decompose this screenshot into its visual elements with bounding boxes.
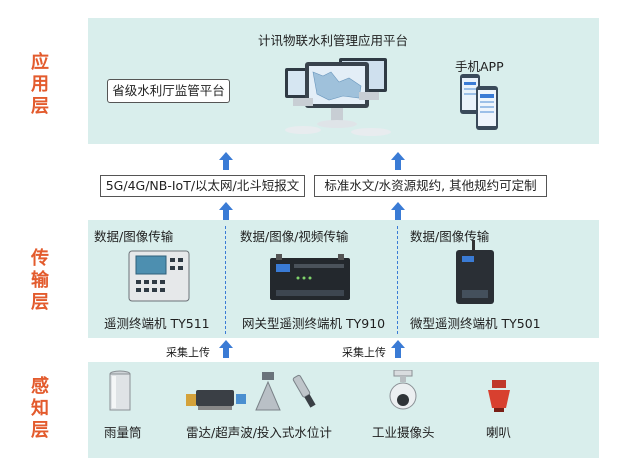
layer-label-perception: 感 知 层	[31, 376, 49, 441]
upload-label: 采集上传	[342, 346, 386, 359]
rtu-ty511-device-icon	[128, 250, 190, 302]
device-caption: 数据/图像/视频传输	[240, 229, 349, 244]
device-name: 遥测终端机 TY511	[104, 316, 210, 331]
sensor-name: 雨量筒	[104, 425, 142, 440]
network-protocol-box: 5G/4G/NB-IoT/以太网/北斗短报文	[100, 175, 305, 197]
rain-gauge-icon	[109, 370, 131, 411]
upload-label: 采集上传	[166, 346, 210, 359]
province-platform-box: 省级水利厅监管平台	[107, 79, 230, 103]
micro-rtu-ty501-device-icon	[456, 240, 494, 304]
layer-label-transmission: 传 输 层	[31, 248, 49, 313]
industrial-camera-icon	[389, 370, 417, 410]
arrow-up-icon	[219, 202, 233, 220]
device-name: 微型遥测终端机 TY501	[410, 316, 541, 331]
sensor-name: 雷达/超声波/投入式水位计	[186, 425, 332, 440]
device-caption: 数据/图像传输	[410, 229, 490, 244]
arrow-up-icon	[391, 340, 405, 358]
device-caption: 数据/图像传输	[94, 229, 174, 244]
arrow-up-icon	[391, 152, 405, 170]
mobile-app-label: 手机APP	[455, 59, 504, 74]
water-level-sensor-icon	[186, 372, 316, 411]
layer-label-application: 应 用 层	[31, 52, 49, 117]
arrow-up-icon	[219, 340, 233, 358]
arrow-up-icon	[219, 152, 233, 170]
mobile-phone-icon	[460, 74, 498, 130]
divider	[225, 226, 226, 334]
platform-title: 计讯物联水利管理应用平台	[258, 33, 409, 48]
arrow-up-icon	[391, 202, 405, 220]
perception-panel	[88, 362, 599, 458]
divider	[397, 226, 398, 334]
sensor-name: 喇叭	[486, 425, 512, 440]
monitor-group-icon	[285, 58, 391, 136]
data-protocol-box: 标准水文/水资源规约, 其他规约可定制	[314, 175, 547, 197]
device-name: 网关型遥测终端机 TY910	[242, 316, 386, 331]
gateway-ty910-device-icon	[270, 254, 350, 300]
sensor-name: 工业摄像头	[372, 425, 435, 440]
loudspeaker-icon	[488, 380, 510, 412]
